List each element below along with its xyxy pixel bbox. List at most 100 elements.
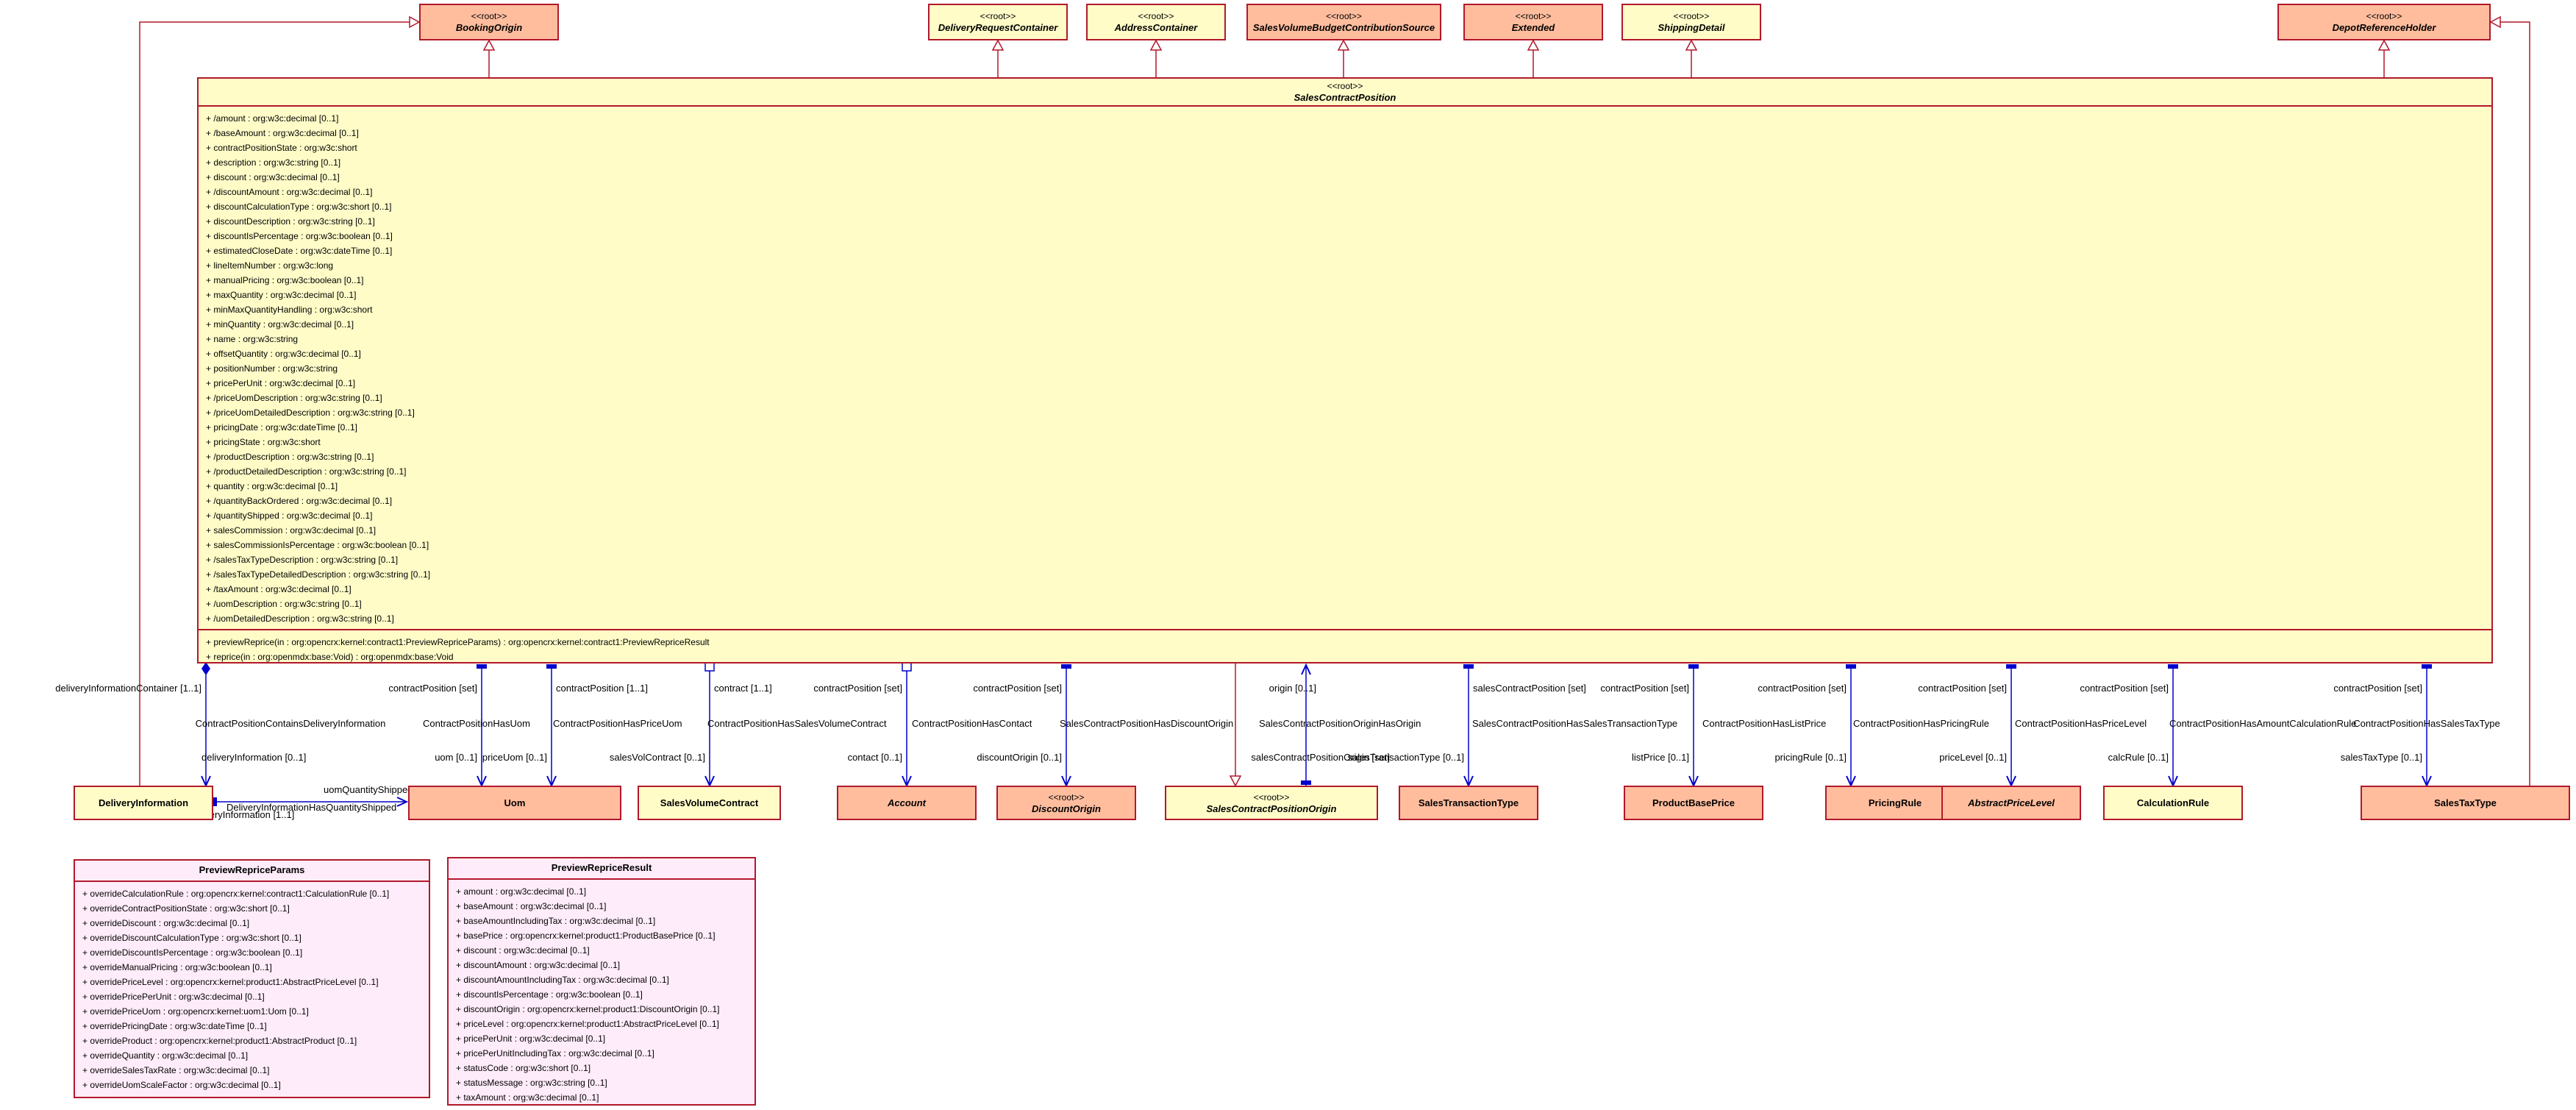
operation-row: + previewReprice(in : org:opencrx:kernel… xyxy=(206,637,710,647)
association-name-label: ContractPositionHasUom xyxy=(423,718,530,729)
attribute-row: + overrideSalesTaxRate : org:w3c:decimal… xyxy=(82,1065,270,1075)
attribute-row: + overrideDiscount : org:w3c:decimal [0.… xyxy=(82,918,250,928)
attribute-row: + overridePriceLevel : org:opencrx:kerne… xyxy=(82,977,379,987)
class-account[interactable]: Account xyxy=(837,786,977,820)
target-role-label: salesVolContract [0..1] xyxy=(610,752,705,763)
association-name-label: ContractPositionHasListPrice xyxy=(1702,718,1826,729)
source-role-label: origin [0..1] xyxy=(1269,683,1316,694)
association-name-label: ContractPositionHasSalesTaxType xyxy=(2353,718,2500,729)
attribute-row: + discountCalculationType : org:w3c:shor… xyxy=(206,202,392,212)
attribute-row: + pricingState : org:w3c:short xyxy=(206,437,321,447)
generalization-delinfo-booking xyxy=(139,22,419,786)
association-end-marker xyxy=(546,664,557,669)
associated-class-header: <<root>>SalesContractPositionOrigin xyxy=(1166,787,1377,819)
class-pbp[interactable]: ProductBasePrice xyxy=(1624,786,1763,820)
class-scporigin[interactable]: <<root>>SalesContractPositionOrigin xyxy=(1165,786,1378,820)
parent-class-header: <<root>>SalesVolumeBudgetContributionSou… xyxy=(1248,5,1440,39)
attribute-row: + overrideContractPositionState : org:w3… xyxy=(82,903,290,914)
association-name-label: ContractPositionContainsDeliveryInformat… xyxy=(196,718,386,729)
class-delinfo[interactable]: DeliveryInformation xyxy=(74,786,213,820)
attribute-row: + basePrice : org:opencrx:kernel:product… xyxy=(456,931,716,941)
source-role-label: contractPosition [set] xyxy=(973,683,1062,694)
attribute-row: + overrideProduct : org:opencrx:kernel:p… xyxy=(82,1036,357,1046)
attribute-row: + description : org:w3c:string [0..1] xyxy=(206,157,341,168)
stereotype-label: <<root>> xyxy=(1673,11,1710,21)
class-calc[interactable]: CalculationRule xyxy=(2103,786,2243,820)
attribute-row: + pricePerUnit : org:w3c:decimal [0..1] xyxy=(456,1033,606,1044)
stereotype-label: <<root>> xyxy=(2366,11,2402,21)
stereotype-label: <<root>> xyxy=(1326,11,1362,21)
target-role-label: salesTransactionType [0..1] xyxy=(1348,752,1465,763)
attribute-row: + minQuantity : org:w3c:decimal [0..1] xyxy=(206,319,354,330)
source-role-label: contractPosition [set] xyxy=(1758,683,1847,694)
class-uom[interactable]: Uom xyxy=(408,786,621,820)
class-sales-contract-position[interactable]: <<root>>SalesContractPosition+ /amount :… xyxy=(197,77,2493,663)
source-role-label: contractPosition [set] xyxy=(2080,683,2169,694)
association-end-marker xyxy=(477,664,487,669)
target-role-label: uom [0..1] xyxy=(435,752,477,763)
class-booking[interactable]: <<root>>BookingOrigin xyxy=(419,4,559,40)
composition-diamond xyxy=(201,662,210,675)
class-name: SalesVolumeBudgetContributionSource xyxy=(1252,22,1435,33)
class-name: Account xyxy=(888,797,926,808)
attribute-row: + /quantityShipped : org:w3c:decimal [0.… xyxy=(206,510,373,521)
attribute-row: + manualPricing : org:w3c:boolean [0..1] xyxy=(206,275,364,285)
associated-class-header: SalesTransactionType xyxy=(1400,787,1537,819)
attribute-row: + /amount : org:w3c:decimal [0..1] xyxy=(206,113,339,124)
class-stt[interactable]: SalesTransactionType xyxy=(1399,786,1538,820)
source-role-label: salesContractPosition [set] xyxy=(1473,683,1586,694)
class-ext[interactable]: <<root>>Extended xyxy=(1463,4,1603,40)
association-end-marker xyxy=(1846,664,1856,669)
class-delreq[interactable]: <<root>>DeliveryRequestContainer xyxy=(928,4,1068,40)
class-addr[interactable]: <<root>>AddressContainer xyxy=(1086,4,1226,40)
class-name: BookingOrigin xyxy=(455,22,523,33)
attribute-row: + lineItemNumber : org:w3c:long xyxy=(206,260,334,271)
attribute-row: + /salesTaxTypeDetailedDescription : org… xyxy=(206,569,431,580)
association-name-label: SalesContractPositionHasDiscountOrigin xyxy=(1060,718,1233,729)
associated-class-header: SalesVolumeContract xyxy=(639,787,779,819)
class-name: PreviewRepriceParams xyxy=(199,864,305,875)
stereotype-label: <<root>> xyxy=(1138,11,1174,21)
class-svc[interactable]: SalesVolumeContract xyxy=(638,786,781,820)
target-role-label: salesContractPositionOrigin [set] xyxy=(1251,752,1390,763)
class-depot[interactable]: <<root>>DepotReferenceHolder xyxy=(2277,4,2491,40)
association-name-label: DeliveryInformationHasQuantityShipped xyxy=(226,802,396,813)
associated-class-header: <<root>>DiscountOrigin xyxy=(998,787,1135,819)
attribute-row: + maxQuantity : org:w3c:decimal [0..1] xyxy=(206,290,357,300)
parent-class-header: <<root>>Extended xyxy=(1465,5,1602,39)
source-role-label: contractPosition [set] xyxy=(1918,683,2007,694)
class-preview-reprice-params[interactable]: PreviewRepriceParams + overrideCalculatio… xyxy=(74,859,430,1098)
stereotype-label: <<root>> xyxy=(1327,81,1363,91)
attribute-row: + contractPositionState : org:w3c:short xyxy=(206,143,357,153)
associated-class-header: DeliveryInformation xyxy=(75,787,212,819)
attribute-list: + overrideCalculationRule : org:opencrx:… xyxy=(75,880,429,1095)
class-apl[interactable]: AbstractPriceLevel xyxy=(1941,786,2081,820)
operation-list: + previewReprice(in : org:opencrx:kernel… xyxy=(199,629,2491,662)
attribute-row: + /taxAmount : org:w3c:decimal [0..1] xyxy=(206,584,352,594)
class-name: SalesTransactionType xyxy=(1418,797,1519,808)
parent-class-header: <<root>>DepotReferenceHolder xyxy=(2279,5,2489,39)
associated-class-header: Uom xyxy=(410,787,620,819)
attribute-row: + /priceUomDescription : org:w3c:string … xyxy=(206,393,382,403)
class-discorigin[interactable]: <<root>>DiscountOrigin xyxy=(996,786,1136,820)
class-name: DiscountOrigin xyxy=(1032,803,1101,814)
parent-class-header: <<root>>ShippingDetail xyxy=(1623,5,1760,39)
attribute-row: + overrideQuantity : org:w3c:decimal [0.… xyxy=(82,1050,249,1061)
attribute-row: + discountIsPercentage : org:w3c:boolean… xyxy=(206,231,393,241)
attribute-row: + overrideCalculationRule : org:opencrx:… xyxy=(82,889,390,899)
attribute-row: + estimatedCloseDate : org:w3c:dateTime … xyxy=(206,246,393,256)
attribute-row: + positionNumber : org:w3c:string xyxy=(206,363,338,374)
class-stax[interactable]: SalesTaxType xyxy=(2361,786,2570,820)
target-role-label: listPrice [0..1] xyxy=(1632,752,1689,763)
attribute-row: + discount : org:w3c:decimal [0..1] xyxy=(206,172,340,182)
struct-class-header: PreviewRepriceParams xyxy=(75,861,429,880)
attribute-row: + overrideUomScaleFactor : org:w3c:decim… xyxy=(82,1080,281,1090)
class-svbcs[interactable]: <<root>>SalesVolumeBudgetContributionSou… xyxy=(1246,4,1441,40)
attribute-row: + /productDetailedDescription : org:w3c:… xyxy=(206,466,407,477)
class-name: ShippingDetail xyxy=(1658,22,1725,33)
class-preview-reprice-result[interactable]: PreviewRepriceResult+ amount : org:w3c:d… xyxy=(447,857,756,1106)
association-end-marker xyxy=(1688,664,1699,669)
class-ship[interactable]: <<root>>ShippingDetail xyxy=(1621,4,1761,40)
class-name: DepotReferenceHolder xyxy=(2332,22,2436,33)
